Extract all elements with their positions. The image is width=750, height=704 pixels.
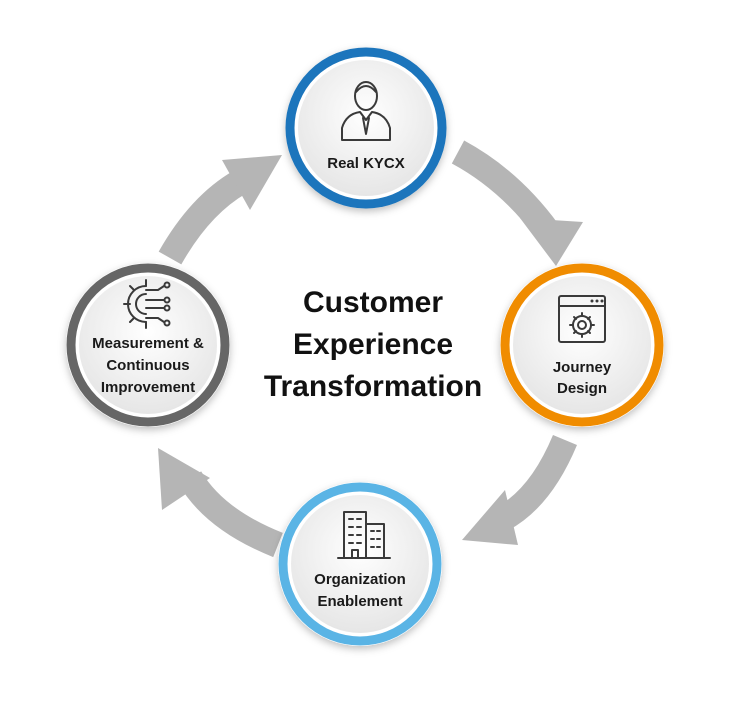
arrow-organization-to-measurement: [158, 448, 283, 558]
cycle-arrows: [158, 140, 583, 558]
node-ring: [285, 47, 447, 209]
arrow-measurement-to-kycx: [158, 155, 282, 265]
node-real-kycx: [285, 47, 447, 209]
node-label-organization-line-2: Enablement: [317, 593, 402, 610]
center-title-line-1: Customer: [303, 286, 443, 319]
browser-gear-icon: [558, 295, 606, 343]
node-label-measurement-line-3: Improvement: [101, 379, 195, 396]
node-label-measurement-line-1: Measurement &: [92, 335, 204, 352]
center-title: Customer Experience Transformation: [264, 286, 482, 403]
node-inner: [298, 60, 434, 196]
center-title-line-3: Transformation: [264, 370, 482, 403]
person-icon: [341, 81, 391, 141]
arrow-kycx-to-journey: [451, 140, 583, 266]
circuit-gear-icon: [123, 279, 171, 329]
center-title-line-2: Experience: [293, 328, 453, 361]
node-measurement: [66, 263, 230, 427]
node-label-measurement-line-2: Continuous: [106, 357, 189, 374]
buildings-icon: [337, 511, 391, 559]
node-label-organization-line-1: Organization: [314, 571, 406, 588]
node-journey-design: [500, 263, 664, 427]
node-label-real-kycx: Real KYCX: [327, 155, 405, 172]
arrow-journey-to-organization: [462, 434, 577, 545]
node-organization-enablement: [278, 482, 442, 646]
node-label-journey-line-1: Journey: [553, 359, 612, 376]
node-label-journey-line-2: Design: [557, 380, 607, 397]
